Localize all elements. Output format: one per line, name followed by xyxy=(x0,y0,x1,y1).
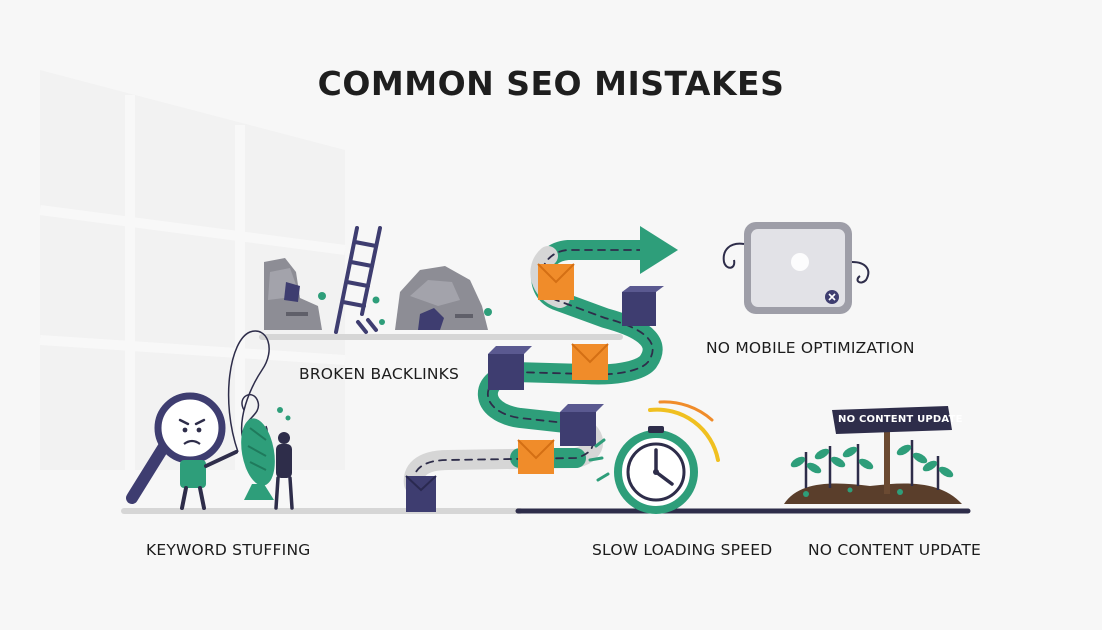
stopwatch-icon xyxy=(588,400,720,514)
label-slow-loading-speed: SLOW LOADING SPEED xyxy=(592,541,773,559)
window-backdrop-icon xyxy=(39,70,346,470)
road-block-orange xyxy=(517,439,555,474)
road-block-navy xyxy=(488,346,532,390)
page-title: COMMON SEO MISTAKES xyxy=(317,64,785,103)
broken-ladder-icon xyxy=(334,226,382,334)
label-broken-backlinks: BROKEN BACKLINKS xyxy=(299,365,460,383)
road-block-navy xyxy=(560,404,604,446)
stuffed-fish-icon xyxy=(227,330,294,510)
signpost-label: NO CONTENT UPDATE xyxy=(838,414,963,425)
road-block-navy xyxy=(405,475,437,512)
road-block-orange xyxy=(537,263,575,300)
road-block-navy xyxy=(622,286,664,326)
road-block-orange xyxy=(571,343,609,380)
tablet-icon xyxy=(722,222,870,314)
label-no-content-update: NO CONTENT UPDATE xyxy=(808,541,982,559)
rubble-icon xyxy=(264,258,492,330)
magnifier-character-icon xyxy=(126,392,238,510)
label-no-mobile-optimization: NO MOBILE OPTIMIZATION xyxy=(706,339,915,357)
label-keyword-stuffing: KEYWORD STUFFING xyxy=(146,541,311,559)
signpost-icon xyxy=(832,406,952,494)
arrow-icon xyxy=(640,226,678,274)
seedling-icon xyxy=(784,440,962,504)
